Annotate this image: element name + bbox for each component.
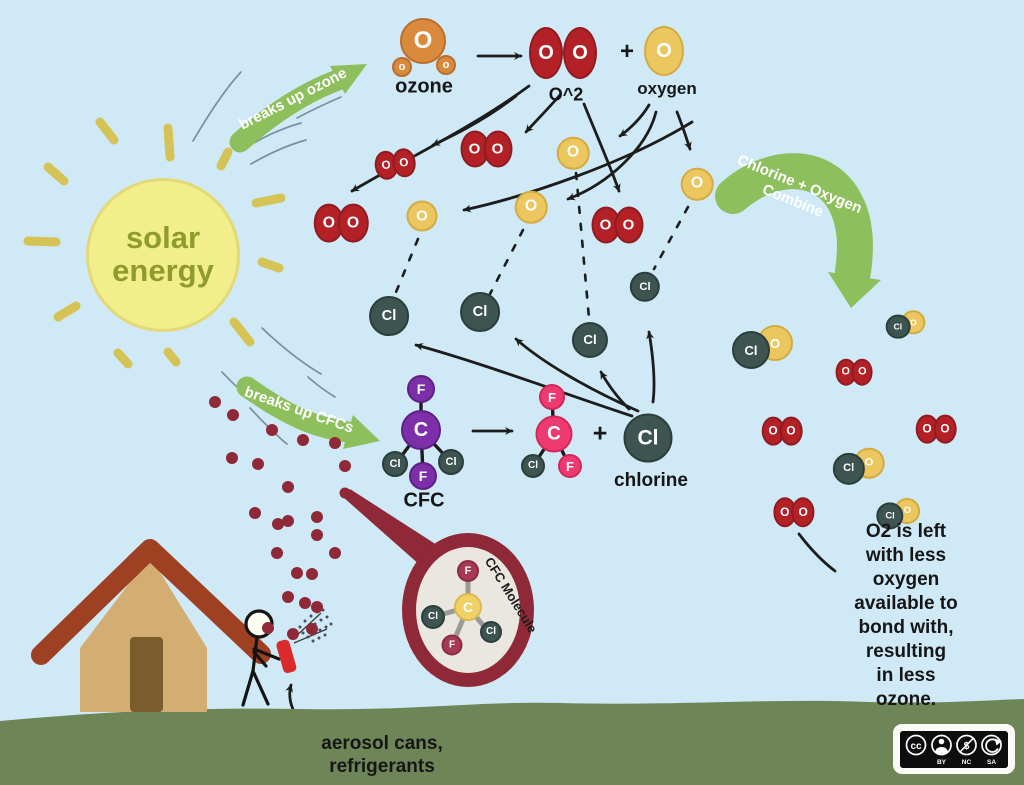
house-body	[80, 556, 207, 712]
bonding-dashed-lines	[392, 171, 690, 320]
cc-sa-icon	[981, 734, 1002, 756]
cc-license-badge: cc $ BY NC SA	[893, 724, 1015, 774]
house-roof	[31, 539, 271, 665]
green-arrows	[229, 64, 881, 449]
cc-sa-label: SA	[987, 759, 996, 766]
house-door	[130, 637, 163, 712]
sun-label-line1: solar	[125, 220, 201, 256]
ground	[0, 699, 1024, 785]
oxygen-label: oxygen	[637, 79, 697, 98]
person-icon	[938, 738, 945, 745]
chlorine-oxygen-combine-arrow	[715, 153, 881, 308]
plus-sign-bottom: +	[592, 419, 608, 448]
sun-label-line2: energy	[112, 253, 214, 288]
aerosol-note: aerosol cans, refrigerants	[321, 732, 442, 778]
magnifier-handle	[343, 489, 437, 566]
cfc-label: CFC	[403, 489, 445, 512]
breaks-up-cfcs-arrow	[236, 376, 380, 449]
breaks-up-ozone-arrow	[229, 64, 367, 153]
cc-nc-icon	[956, 734, 977, 756]
flow-arrows	[285, 52, 837, 749]
plus-sign-top: +	[619, 38, 635, 65]
aerosol-note-line2: refrigerants	[329, 756, 435, 777]
cfc-bonds	[395, 390, 570, 475]
aerosol-can	[276, 639, 297, 674]
share-alike-arrow-icon	[985, 738, 999, 753]
o2-note-line2: oxygen available to	[854, 569, 958, 614]
o2-note: O2 is left with less oxygen available to…	[847, 520, 965, 712]
o2-note-line4: in less ozone.	[875, 665, 937, 710]
stick-figure-head	[244, 609, 274, 639]
magnifier-handle-tip	[339, 487, 351, 499]
o2-note-line1: O2 is left with less	[865, 521, 947, 566]
chlorine-release-arrow	[414, 342, 634, 418]
sun: solar energy	[86, 178, 240, 332]
aerosol-note-line1: aerosol cans,	[321, 733, 443, 754]
cc-icon	[905, 734, 927, 756]
cc-glyph: cc	[910, 741, 922, 752]
stick-figure	[241, 609, 281, 707]
ozone-label: ozone	[395, 75, 453, 98]
cc-by-label: BY	[937, 759, 947, 766]
sun-rays	[23, 117, 286, 369]
house	[31, 539, 271, 712]
note-leader-line	[797, 532, 837, 573]
chlorine-label: chlorine	[614, 470, 688, 491]
cc-by-icon	[931, 734, 952, 756]
o2-note-line3: bond with, resulting	[858, 617, 954, 662]
spray-mist	[292, 608, 333, 644]
o2-label: O^2	[548, 84, 584, 105]
cc-nc-label: NC	[962, 759, 972, 766]
